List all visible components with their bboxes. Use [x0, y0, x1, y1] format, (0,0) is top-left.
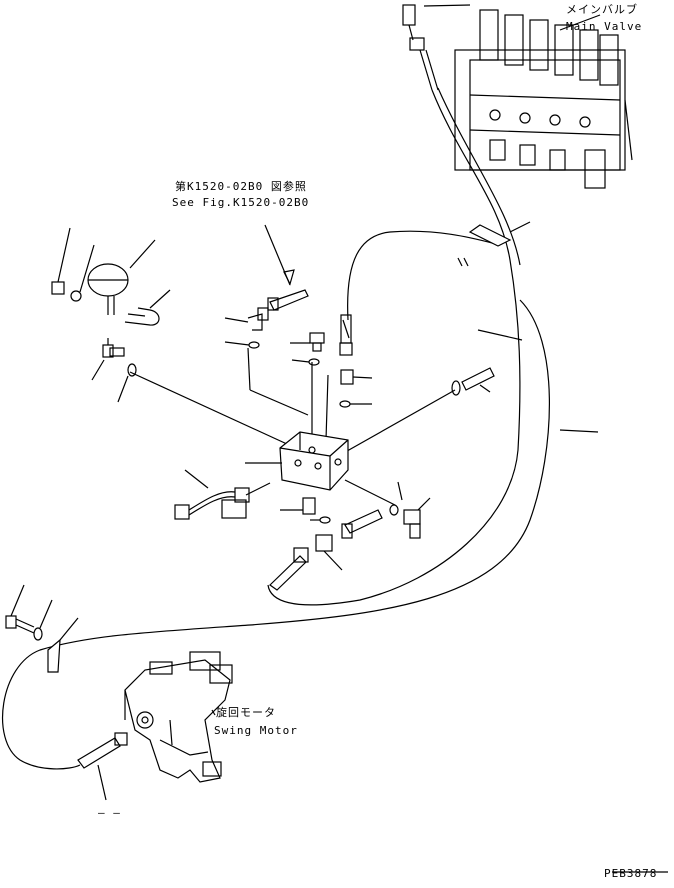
part-number-placeholder: – –: [98, 806, 121, 819]
oring-center-1: [224, 341, 260, 349]
accumulator: [87, 239, 156, 315]
swing-motor-label-en: Swing Motor: [214, 724, 298, 737]
swing-motor: [124, 651, 233, 783]
see-fig-label-jp: 第K1520-02B0 図参照: [175, 180, 307, 193]
elbow-fitting: [224, 307, 269, 331]
hose-leader-2: [477, 329, 523, 341]
main-valve-label-en: Main Valve: [566, 20, 643, 33]
washer-left-lower: [33, 599, 53, 641]
hose-fitting-vertical: [339, 314, 353, 356]
hose-end-lower: [269, 547, 309, 591]
oring-lower-right: [389, 504, 399, 516]
hose-end-fig: [264, 224, 309, 311]
straight-fitting: [341, 509, 383, 539]
bolt-right: [451, 367, 495, 396]
main-valve: [454, 9, 633, 189]
plug-center: [290, 332, 325, 352]
elbow-lower-right: [403, 497, 431, 539]
see-fig-label-en: See Fig.K1520-02B0: [172, 196, 310, 209]
oring-left: [117, 363, 137, 403]
oring-center-3: [339, 400, 372, 408]
hose-leader: [559, 429, 599, 433]
swing-motor-label-jp: 旋回モータ: [216, 706, 276, 719]
tee-fitting: [91, 338, 125, 381]
solenoid-valve: [174, 469, 271, 520]
oring-center-4: [310, 516, 331, 524]
washer-left: [70, 244, 95, 302]
bolt-left: [5, 584, 35, 634]
adapter-center: [280, 497, 316, 515]
drawing-number: PEB3878: [604, 867, 658, 880]
hoses: [1, 87, 550, 770]
swing-motor-hose-end: [77, 732, 128, 801]
oring-center-2: [291, 358, 320, 366]
nut-left: [51, 227, 71, 295]
tee-fitting-lower: [315, 534, 343, 571]
manifold-block: [245, 431, 349, 491]
main-valve-label-jp: メインバルブ: [566, 3, 638, 16]
check-valve: [340, 369, 373, 385]
valve-connector: [402, 4, 471, 91]
u-bolt: [124, 289, 171, 326]
hose-clamp-bracket: [47, 617, 79, 673]
